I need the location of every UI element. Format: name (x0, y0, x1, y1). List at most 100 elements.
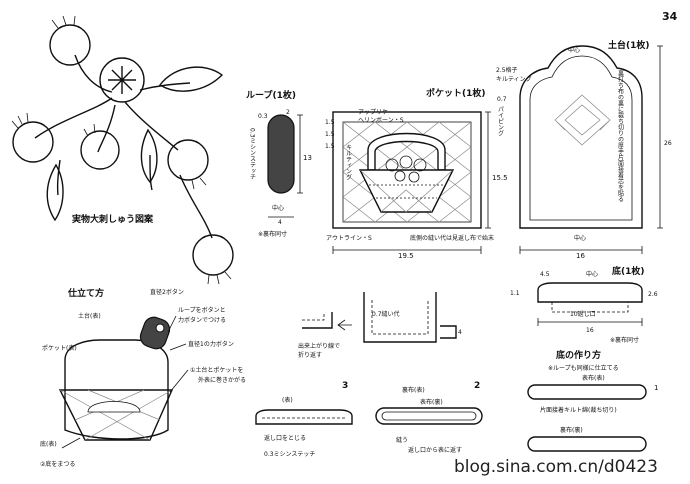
step2-turn: 返し口から表に返す (408, 446, 462, 454)
fold-dim: 4 (458, 329, 462, 336)
bottom-opening: 10返し口 (570, 311, 596, 318)
step2-back-face: 裏布(表) (402, 386, 425, 394)
pocket-margin-b: 1.5 (325, 131, 335, 138)
bottom-center: 中心 (586, 270, 598, 278)
pocket-herringbone: ヘリンボーン・S (358, 116, 404, 124)
base-width: 16 (576, 252, 585, 260)
loop-height: 13 (303, 154, 312, 162)
step2-front-back: 表布(裏) (420, 398, 443, 406)
fold-seam: 0.7縫い代 (372, 310, 400, 318)
fold-note-2: 折り返す (298, 351, 322, 359)
bottom-top-dim: 4.5 (540, 271, 550, 278)
bud-circle (80, 130, 120, 170)
assembly-button-note: 直径2ボタン (150, 288, 184, 296)
basket-body (358, 169, 455, 213)
assembly-loop-note-1: ループをボタンと (178, 306, 226, 314)
assembly-pocket-label: ポケット(表) (42, 344, 77, 352)
pocket-margin-a: 1.5 (325, 119, 335, 126)
bottom-howto-title: 底の作り方 (556, 349, 601, 361)
motif-title: 実物大刺しゅう図案 (72, 213, 154, 225)
fold-note-1: 出来上がり線で (298, 342, 340, 350)
bottom-howto-face-layer (527, 384, 647, 400)
embroidery-motif: 実物大刺しゅう図案 (11, 15, 234, 285)
pocket-outline-label: アウトライン・S (326, 234, 372, 242)
pocket-height: 15.5 (492, 174, 508, 182)
loop-note: ※裏布同寸 (258, 230, 287, 238)
loop-title: ループ(1枚) (246, 89, 296, 101)
step3-face: (表) (282, 396, 293, 404)
leaf (46, 163, 64, 222)
pocket-section: ポケット(1枚) ヘリンボーン・S アップリケ 1.5 1.5 1.5 キルティ… (325, 87, 508, 260)
bottom-note: ※裏布同寸 (610, 336, 639, 344)
assembly-loop (139, 316, 171, 350)
pocket-margin-c: 1.5 (325, 143, 335, 150)
watermark: blog.sina.com.cn/d0423 (454, 457, 658, 477)
step2-sew: 縫う (396, 436, 408, 444)
page-number: 34 (662, 10, 678, 23)
bottom-howto-section: 底の作り方 ※ループも同様に仕立てる 表布(表) 1 片面接着キルト綿(裁ち切り… (527, 349, 658, 452)
bud-circle (49, 24, 91, 66)
bud-circle (167, 139, 209, 181)
bottom-howto-back-layer (527, 436, 647, 452)
bud-circle (12, 121, 54, 163)
assembly-base (64, 339, 169, 440)
step3-number: 3 (342, 381, 348, 391)
bottom-width: 16 (586, 327, 594, 334)
base-height: 26 (664, 140, 672, 147)
base-center-bottom: 中心 (574, 234, 586, 242)
assembly-wrap-note-1: ①土台とポケットを (190, 366, 243, 374)
flower-circle (99, 57, 145, 103)
bottom-right-dim: 2.6 (648, 291, 658, 298)
assembly-title: 仕立て方 (67, 287, 104, 299)
pocket-bottom-note: 底側の縫い代は見返し布で始末 (410, 234, 494, 242)
base-center-top: 中心 (568, 46, 580, 54)
bottom-section: 底(1枚) 4.5 中心 1.1 2.6 10返し口 16 ※裏布同寸 (510, 265, 658, 344)
button-icon (155, 323, 165, 333)
leaf (158, 66, 224, 92)
pocket-title: ポケット(1枚) (426, 87, 486, 99)
base-quilting-label: キルティング (496, 75, 532, 83)
step3-piece (255, 409, 353, 425)
base-piping-line (529, 55, 633, 221)
base-piping-size: 0.7 (497, 96, 507, 103)
assembly-pocket (58, 389, 174, 441)
pocket-quilting: キルティング (345, 144, 352, 181)
bottom-howto-step: 1 (654, 384, 658, 392)
assembly-loop-note-2: 力ボタンでつける (178, 316, 226, 324)
pocket-width: 19.5 (398, 252, 414, 260)
step2-outer (375, 407, 483, 425)
step3-stitch: 0.3ミシンステッチ (264, 451, 315, 458)
loop-stitch-label: 0.3ミシンステッチ (249, 128, 256, 180)
step2-number: 2 (474, 381, 480, 391)
step2-inner (381, 411, 477, 421)
step3-section: 3 (表) 返し口をとじる 0.3ミシンステッチ (255, 381, 353, 458)
bottom-howto-face: 表布(表) (582, 374, 605, 382)
bottom-left-dim: 1.1 (510, 290, 520, 297)
bottom-howto-back: 裏布(裏) (560, 426, 583, 434)
assembly-wrap-note-2: 外表に巻きかがる (198, 376, 246, 384)
loop-top-dim: 2 (286, 109, 290, 116)
bud-circle (192, 234, 234, 276)
assembly-section: 仕立て方 直径2ボタン ループをボタンと 力ボタンでつける 土台(表) 直径1の… (40, 287, 246, 468)
assembly-blind-note: ②底をまつる (40, 460, 75, 468)
step2-section: 2 裏布(表) 表布(裏) 縫う 返し口から表に返す (375, 381, 483, 454)
step3-close: 返し口をとじる (264, 435, 306, 442)
assembly-bottom-label: 底(表) (40, 440, 57, 448)
loop-center-label: 中心 (272, 204, 284, 212)
base-outline (519, 45, 643, 229)
pocket-outline (332, 111, 482, 229)
bottom-title: 底(1枚) (612, 265, 645, 277)
base-title: 土台(1枚) (608, 39, 650, 51)
bottom-howto-quilt: 片面接着キルト綿(裁ち切り) (540, 406, 617, 414)
loop-strap (267, 114, 295, 194)
assembly-force-button: 直径1の力ボタン (188, 340, 234, 348)
leaf (140, 128, 158, 184)
loop-section: ループ(1枚) 0.3 0.3ミシンステッチ 13 2 中心 4 ※裏布同寸 (246, 89, 312, 238)
base-section: 土台(1枚) 中心 中心 2.5格子 キルティング 0.7 パイピング 裏打ち布… (496, 39, 672, 260)
fold-section: 出来上がり線で 折り返す 0.7縫い代 4 (298, 292, 462, 359)
base-note: 裏打ち布の裏に裁ち切りの厚手片面接着芯を貼る (617, 69, 624, 202)
loop-width: 4 (278, 219, 282, 226)
bottom-howto-loop-note: ※ループも同様に仕立てる (548, 364, 619, 372)
